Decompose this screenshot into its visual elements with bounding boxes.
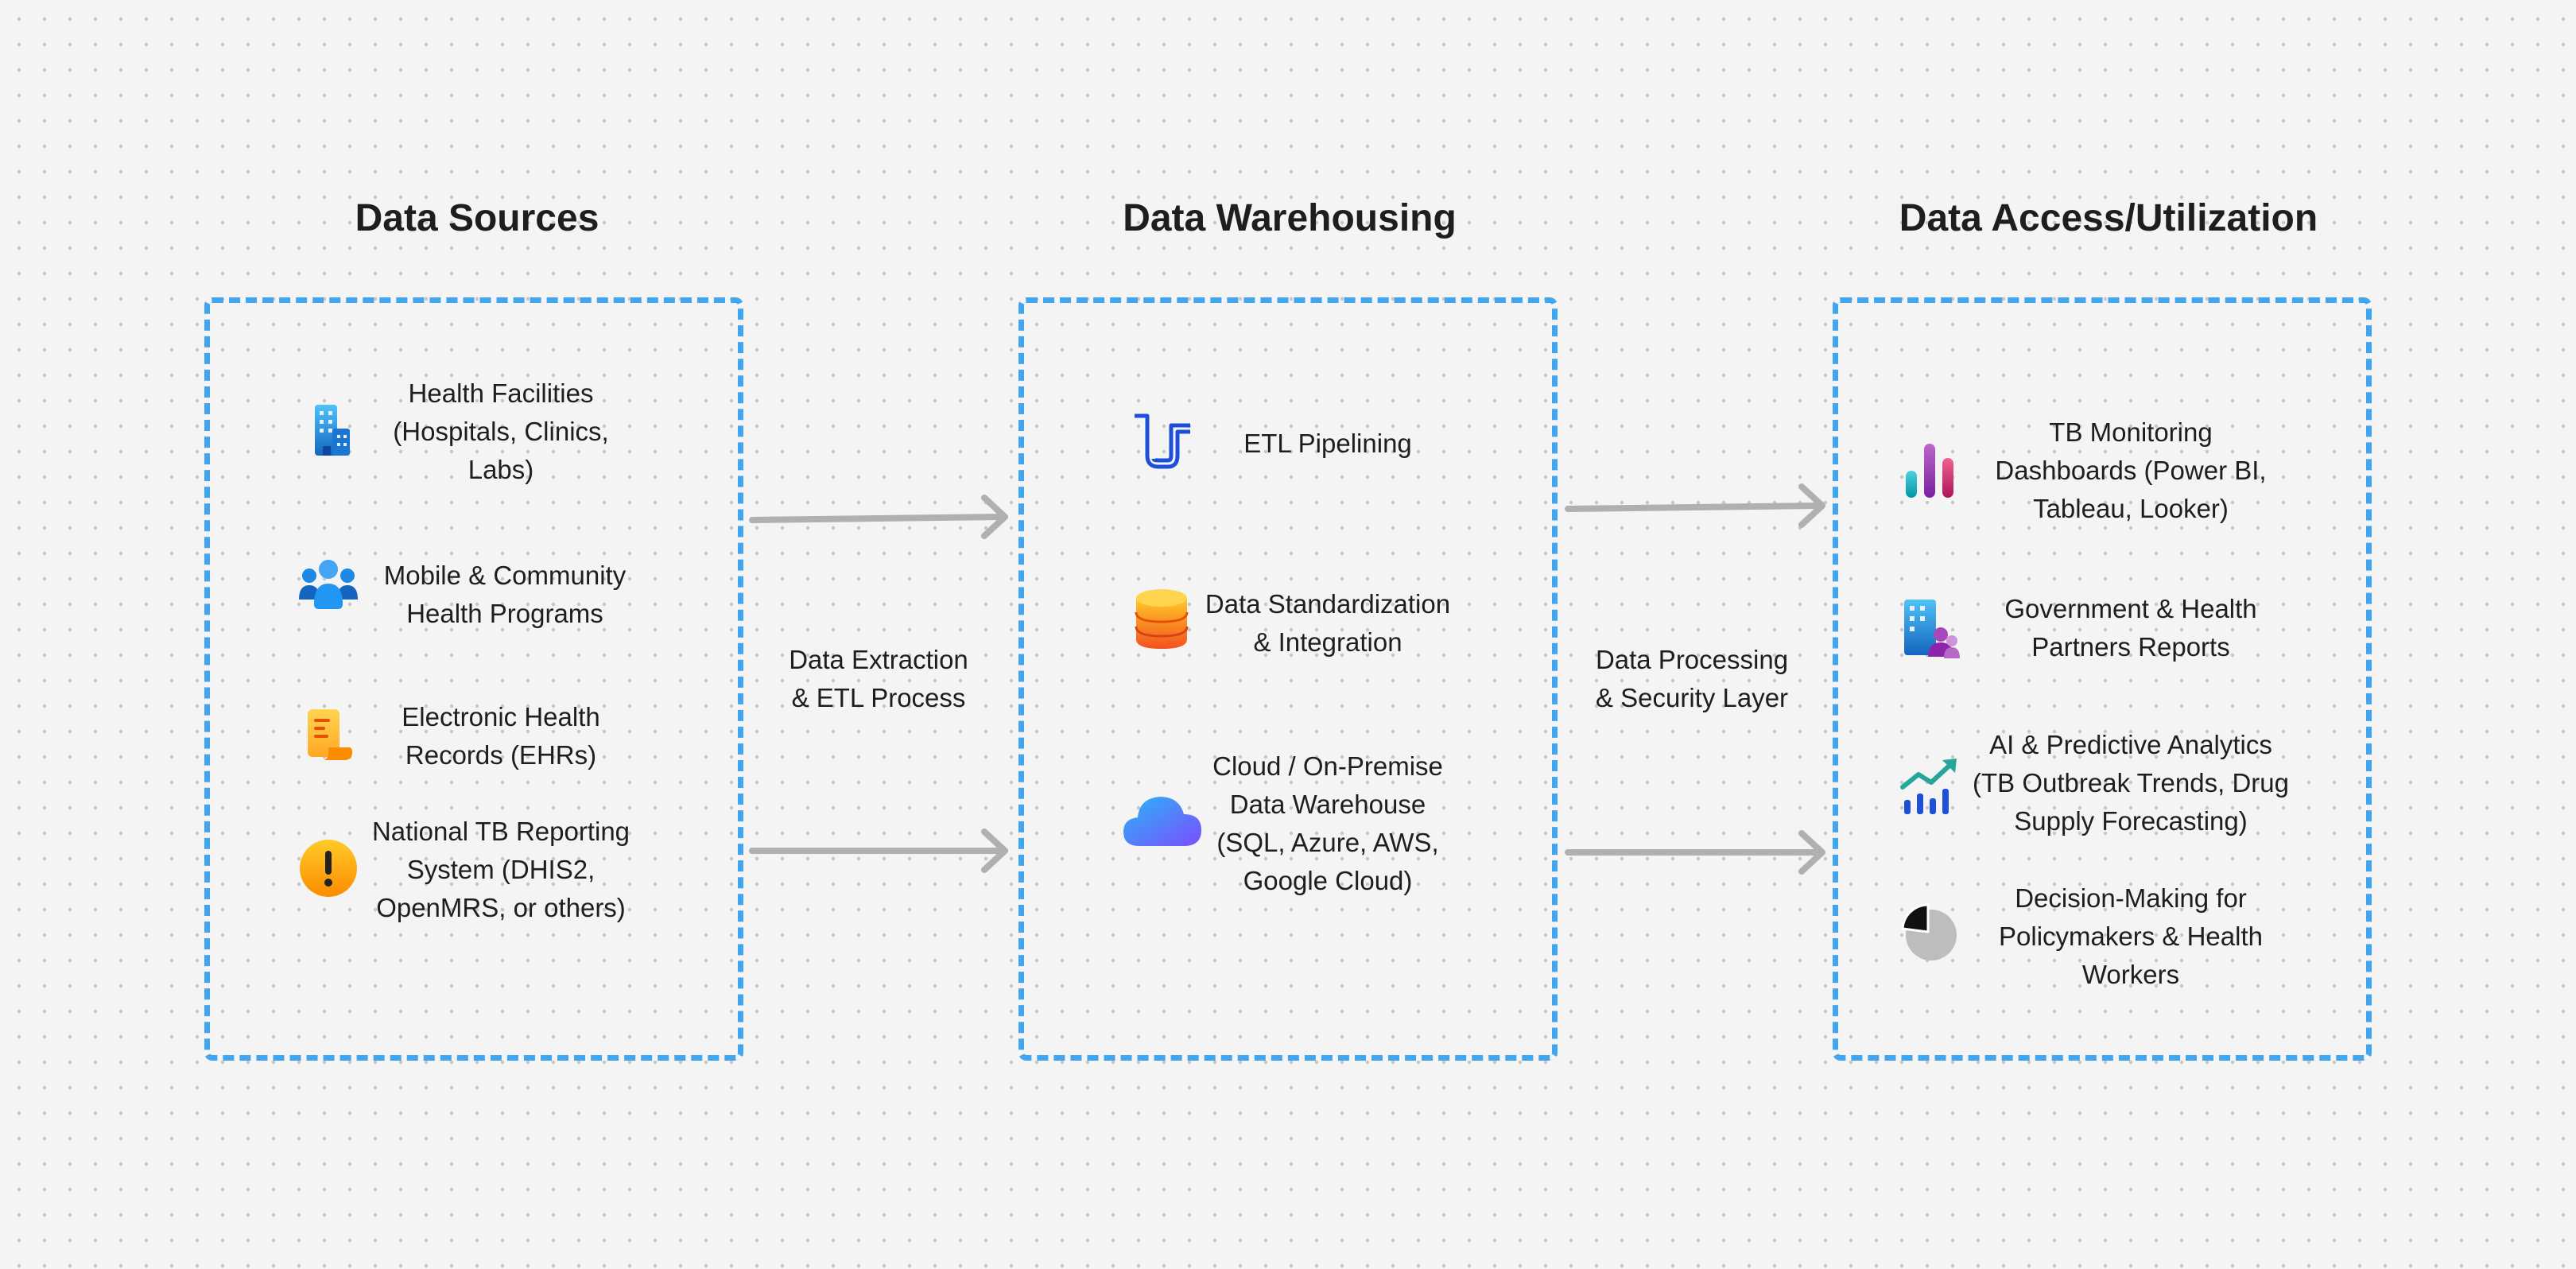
people-group-icon <box>297 552 360 615</box>
arrow-sources-to-warehouse-bottom <box>749 829 1008 873</box>
trending-chart-icon <box>1898 754 1961 817</box>
item-government-partners-reports: Government & Health Partners Reports <box>2004 594 2257 662</box>
item-etl-pipelining: ETL Pipelining <box>1243 429 1412 458</box>
bar-chart-icon <box>1898 439 1961 503</box>
pipe-icon <box>1130 411 1193 475</box>
heading-data-warehousing: Data Warehousing <box>1123 197 1457 239</box>
exclamation-icon <box>297 836 360 900</box>
item-ai-predictive-analytics: AI & Predictive Analytics (TB Outbreak T… <box>1973 730 2289 836</box>
arrow-sources-to-warehouse-top <box>749 495 1008 539</box>
label-data-processing-security: Data Processing & Security Layer <box>1595 645 1789 712</box>
item-data-standardization: Data Standardization & Integration <box>1205 589 1451 657</box>
panel-data-sources <box>204 297 743 1061</box>
label-data-extraction-etl: Data Extraction & ETL Process <box>789 645 968 712</box>
panel-data-access-utilization <box>1833 297 2372 1061</box>
item-cloud-data-warehouse: Cloud / On-Premise Data Warehouse (SQL, … <box>1212 751 1443 895</box>
cloud-icon <box>1120 787 1205 851</box>
building-people-icon <box>1898 596 1961 660</box>
item-health-facilities: Health Facilities (Hospitals, Clinics, L… <box>393 378 609 484</box>
database-icon <box>1130 587 1193 650</box>
item-electronic-health-records: Electronic Health Records (EHRs) <box>402 702 600 770</box>
item-tb-monitoring-dashboards: TB Monitoring Dashboards (Power BI, Tabl… <box>1995 417 2267 523</box>
item-national-tb-reporting: National TB Reporting System (DHIS2, Ope… <box>371 817 630 922</box>
document-scroll-icon <box>297 703 360 766</box>
item-decision-making: Decision-Making for Policymakers & Healt… <box>1999 883 2263 989</box>
arrow-warehouse-to-access-bottom <box>1565 830 1825 875</box>
heading-data-access-utilization: Data Access/Utilization <box>1899 197 2318 239</box>
building-icon <box>301 398 364 462</box>
pie-chart-icon <box>1898 902 1961 965</box>
arrow-warehouse-to-access-top <box>1565 483 1825 528</box>
heading-data-sources: Data Sources <box>355 197 599 239</box>
item-mobile-community-health: Mobile & Community Health Programs <box>383 561 627 628</box>
panel-data-warehousing <box>1018 297 1558 1061</box>
